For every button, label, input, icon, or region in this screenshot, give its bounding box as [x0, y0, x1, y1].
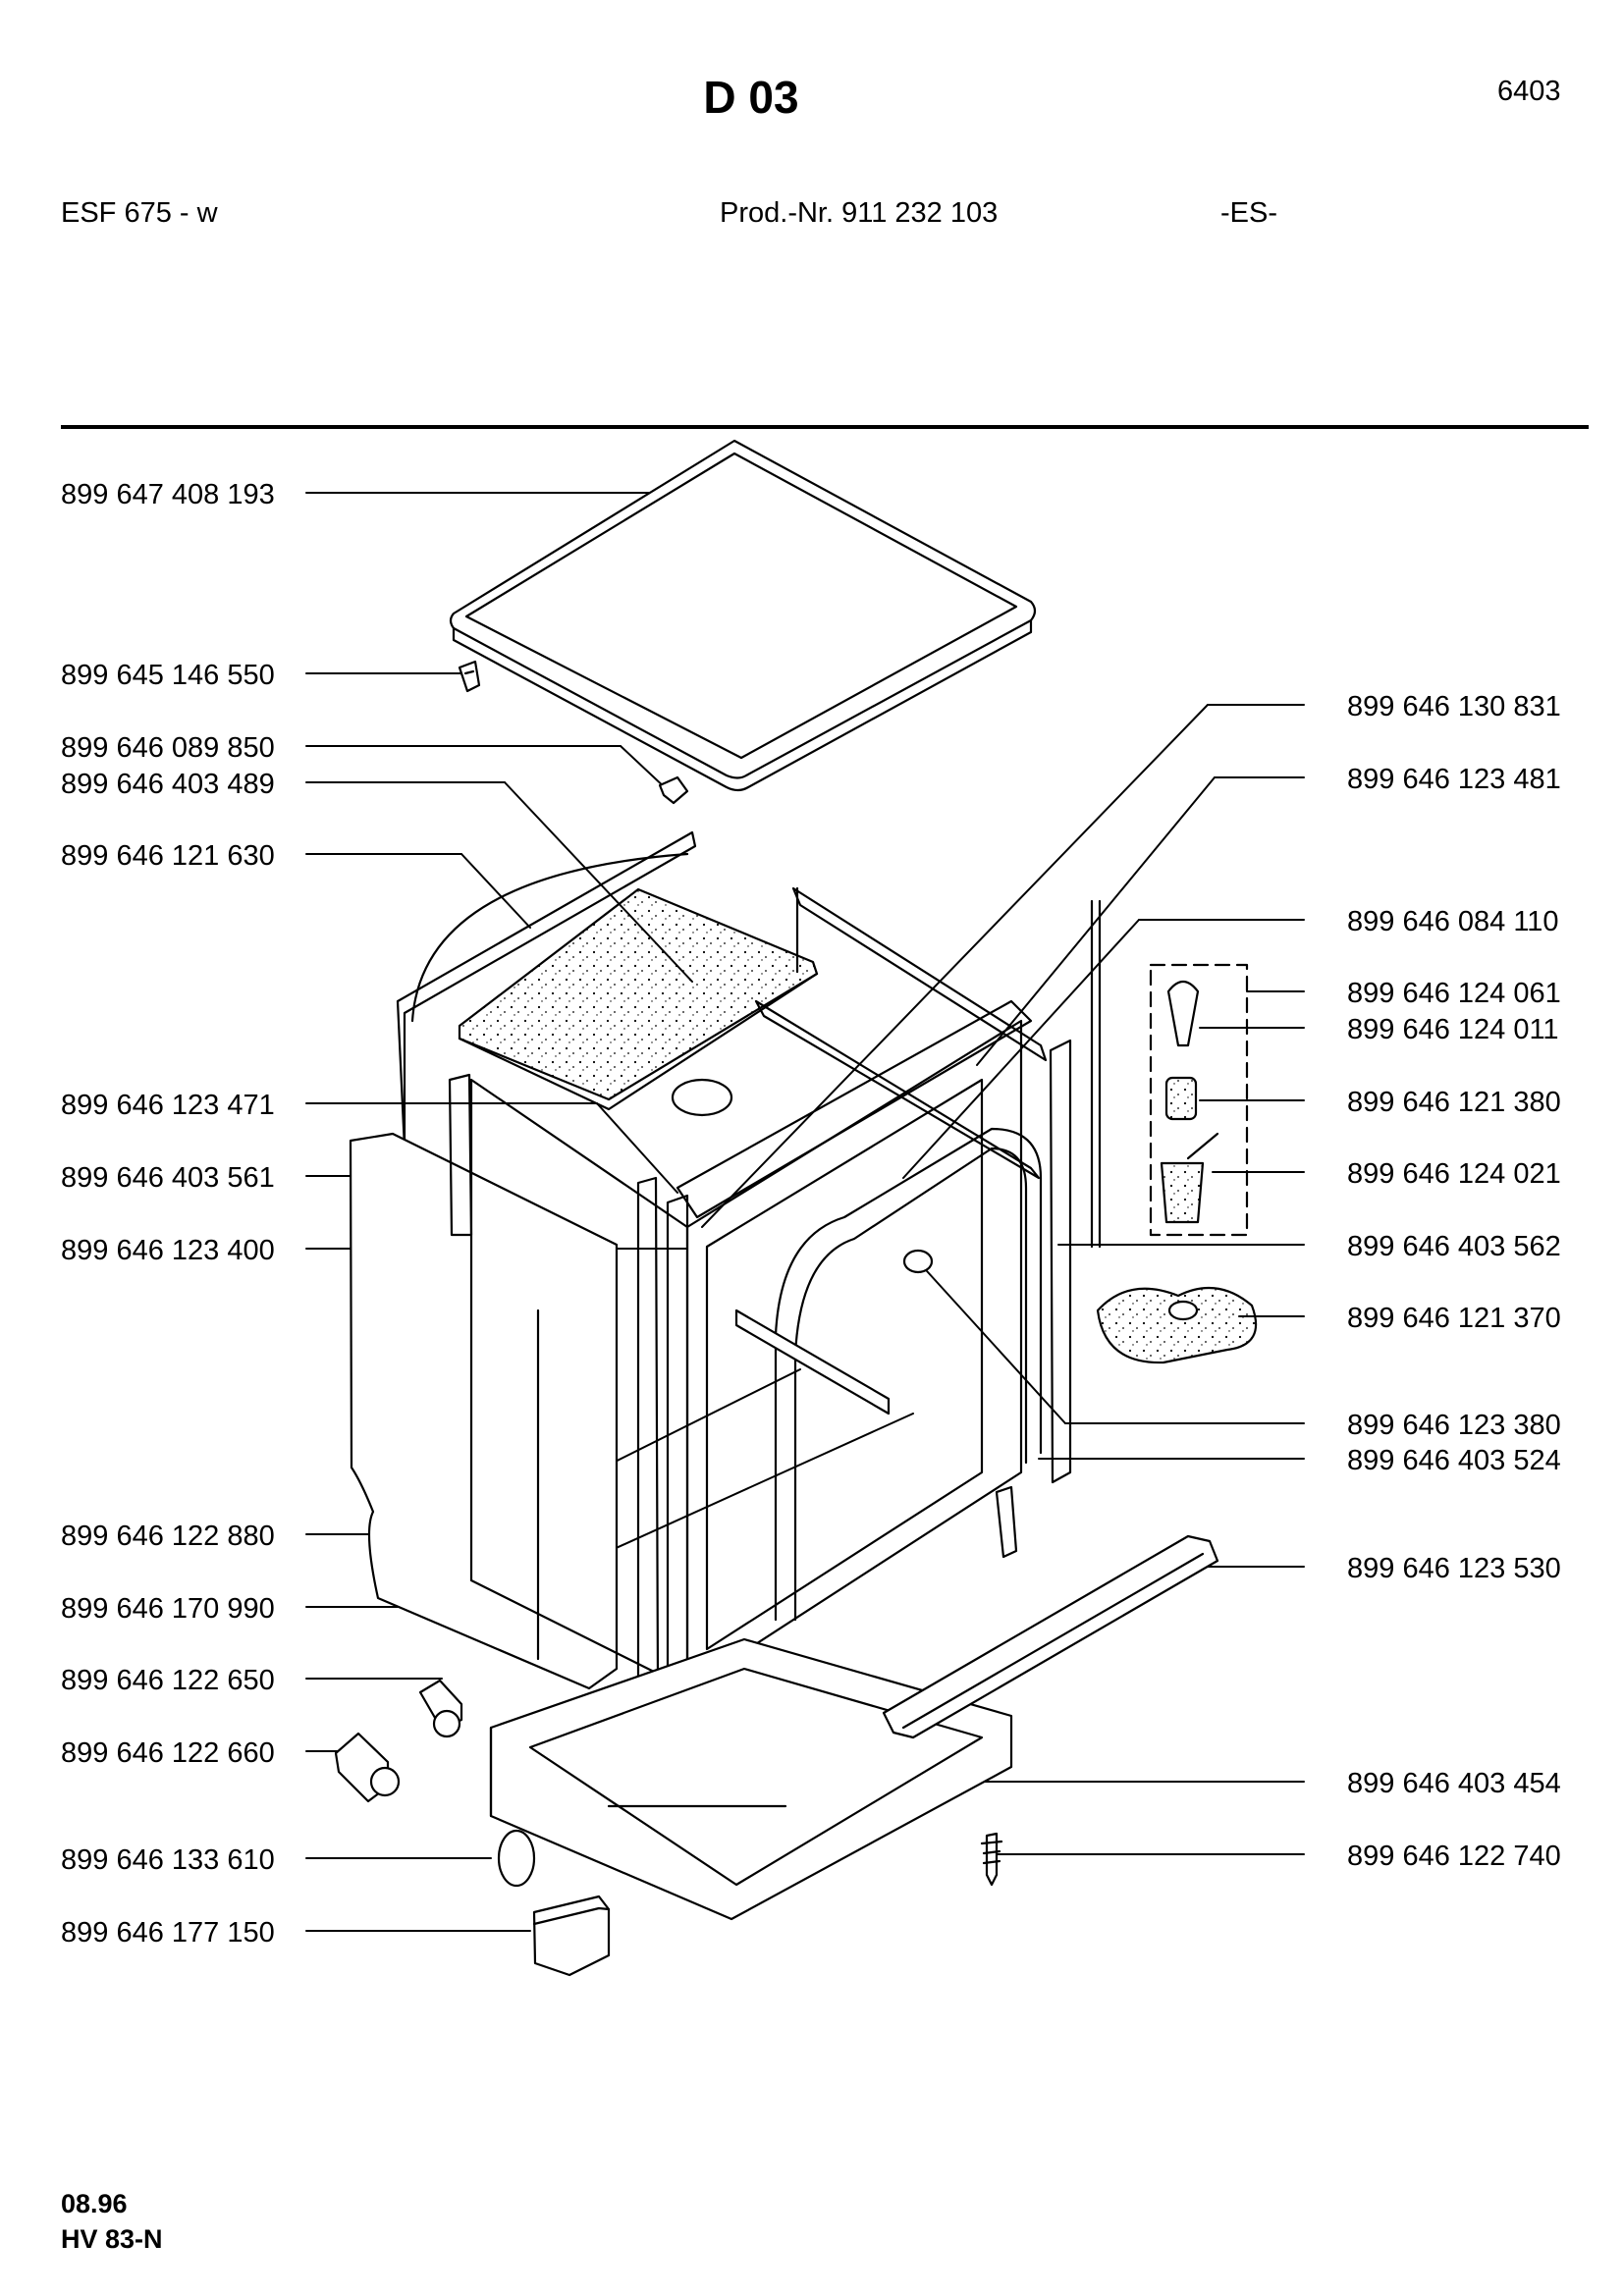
part-number-label: 899 646 403 561: [61, 1162, 275, 1194]
part-number-label: 899 646 122 740: [1347, 1841, 1561, 1872]
part-number-label: 899 646 123 471: [61, 1090, 275, 1121]
side-panel-back: [396, 830, 697, 1150]
part-number-label: 899 646 121 380: [1347, 1087, 1561, 1118]
model-name: ESF 675 - w: [61, 197, 218, 229]
tub-inner: [469, 999, 1043, 1690]
foot-left: [334, 1732, 401, 1803]
part-number-label: 899 646 124 021: [1347, 1158, 1561, 1190]
document-code: HV 83-N: [61, 2224, 163, 2254]
part-number-label: 899 646 121 630: [61, 840, 275, 872]
base-rail: [882, 1534, 1219, 1739]
part-number-label: 899 646 123 400: [61, 1235, 275, 1266]
filter-plate: [1096, 1286, 1258, 1364]
part-number-label: 899 645 146 550: [61, 660, 275, 691]
part-number-label: 899 646 123 481: [1347, 764, 1561, 795]
product-number: Prod.-Nr. 911 232 103: [720, 197, 999, 229]
screw: [980, 1832, 1003, 1887]
side-panel-right-strip: [1090, 899, 1102, 1249]
side-panel-front: [349, 1132, 619, 1690]
part-number-label: 899 646 123 530: [1347, 1553, 1561, 1584]
cap-block: [532, 1895, 611, 1977]
part-number-label: 899 646 089 850: [61, 732, 275, 764]
header-rule: [61, 425, 1589, 429]
part-number-label: 899 647 408 193: [61, 479, 275, 510]
part-number-label: 899 646 403 489: [61, 769, 275, 800]
clip-hook: [658, 775, 689, 805]
foot-right: [418, 1679, 463, 1738]
hinge-bracket: [995, 1485, 1018, 1559]
part-number-label: 899 646 084 110: [1347, 906, 1559, 937]
part-number-label: 899 646 124 061: [1347, 978, 1561, 1009]
part-number-label: 899 646 121 370: [1347, 1303, 1561, 1334]
part-number-label: 899 646 403 562: [1347, 1231, 1561, 1262]
gasket-ring: [497, 1829, 536, 1888]
page-title: D 03: [703, 72, 799, 123]
part-number-label: 899 646 122 880: [61, 1521, 275, 1552]
frame-rail-right: [754, 886, 1048, 1180]
part-number-label: 899 646 122 660: [61, 1737, 275, 1769]
part-number-label: 899 646 177 150: [61, 1917, 275, 1949]
revision-date: 08.96: [61, 2189, 128, 2218]
part-number-label: 899 646 403 524: [1347, 1445, 1561, 1476]
part-number-label: 899 646 170 990: [61, 1593, 275, 1625]
part-number-label: 899 646 123 380: [1347, 1410, 1561, 1441]
clip-small: [458, 660, 481, 693]
base-frame: [489, 1637, 1013, 1921]
language-code: -ES-: [1220, 197, 1277, 229]
part-number-label: 899 646 130 831: [1347, 691, 1561, 722]
part-number-label: 899 646 124 011: [1347, 1014, 1559, 1045]
part-number-label: 899 646 403 454: [1347, 1768, 1561, 1799]
top-cover: [449, 439, 1037, 792]
filter-group: [1149, 963, 1249, 1237]
page-code: 6403: [1497, 76, 1561, 107]
part-number-label: 899 646 122 650: [61, 1665, 275, 1696]
insulation-mat: [458, 887, 819, 1111]
part-number-label: 899 646 133 610: [61, 1844, 275, 1876]
